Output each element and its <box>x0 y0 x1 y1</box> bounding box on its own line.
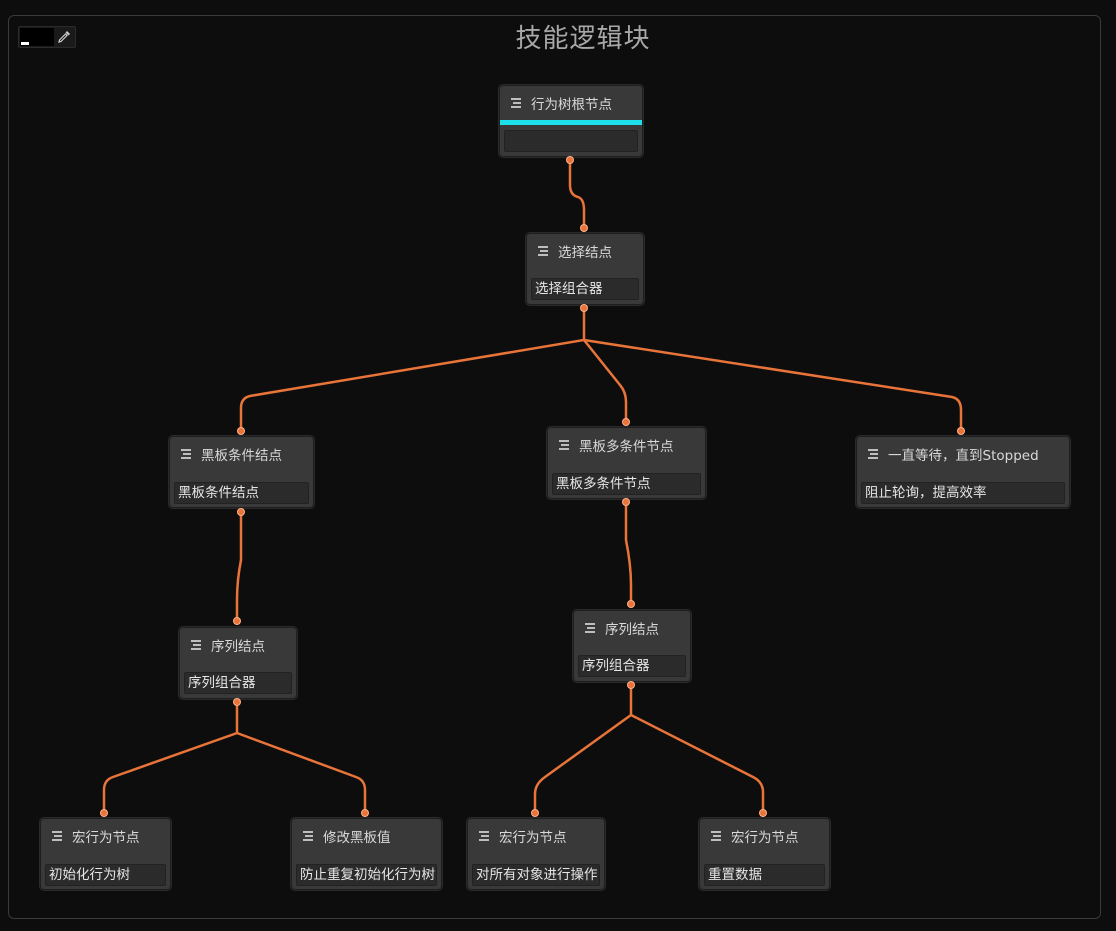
input-port[interactable] <box>361 809 369 817</box>
list-lines-icon <box>479 831 489 841</box>
node-field[interactable]: 对所有对象进行操作 <box>472 864 600 886</box>
input-port[interactable] <box>580 224 588 232</box>
list-lines-icon <box>559 440 569 450</box>
node-sequence-right[interactable]: 序列结点 序列组合器 <box>573 610 691 682</box>
list-lines-icon <box>303 831 313 841</box>
node-field[interactable] <box>504 130 638 152</box>
node-title: 行为树根节点 <box>531 97 612 113</box>
node-macro-init[interactable]: 宏行为节点 初始化行为树 <box>40 818 171 890</box>
output-port[interactable] <box>622 498 630 506</box>
list-lines-icon <box>868 449 878 459</box>
input-port[interactable] <box>237 427 245 435</box>
node-title: 序列结点 <box>211 639 265 655</box>
list-lines-icon <box>511 98 521 108</box>
list-lines-icon <box>52 831 62 841</box>
output-port[interactable] <box>566 156 574 164</box>
input-port[interactable] <box>233 617 241 625</box>
node-field[interactable]: 阻止轮询，提高效率 <box>861 482 1065 504</box>
node-title: 宏行为节点 <box>499 830 567 846</box>
list-lines-icon <box>538 246 548 256</box>
output-port[interactable] <box>233 698 241 706</box>
node-field[interactable]: 初始化行为树 <box>45 864 166 886</box>
node-title: 一直等待，直到Stopped <box>888 448 1039 464</box>
node-title: 选择结点 <box>558 245 612 261</box>
output-port[interactable] <box>580 304 588 312</box>
list-lines-icon <box>585 623 595 633</box>
eyedropper-icon[interactable] <box>56 29 72 45</box>
color-field[interactable] <box>18 26 76 48</box>
node-field[interactable]: 序列组合器 <box>578 655 686 677</box>
node-blackboard-multi-condition[interactable]: 黑板多条件节点 黑板多条件节点 <box>547 427 706 499</box>
input-port[interactable] <box>759 809 767 817</box>
node-wait-until-stopped[interactable]: 一直等待，直到Stopped 阻止轮询，提高效率 <box>856 436 1070 508</box>
list-lines-icon <box>711 831 721 841</box>
color-swatch[interactable] <box>20 28 54 46</box>
output-port[interactable] <box>237 508 245 516</box>
node-field[interactable]: 序列组合器 <box>184 672 292 694</box>
node-title: 修改黑板值 <box>323 830 391 846</box>
list-lines-icon <box>181 449 191 459</box>
input-port[interactable] <box>100 809 108 817</box>
node-modify-blackboard[interactable]: 修改黑板值 防止重复初始化行为树 <box>291 818 442 890</box>
node-title: 序列结点 <box>605 622 659 638</box>
node-title: 黑板条件结点 <box>201 448 282 464</box>
node-field[interactable]: 防止重复初始化行为树 <box>296 864 437 886</box>
node-sequence-left[interactable]: 序列结点 序列组合器 <box>179 627 297 699</box>
input-port[interactable] <box>627 600 635 608</box>
node-title: 黑板多条件节点 <box>579 439 674 455</box>
input-port[interactable] <box>622 418 630 426</box>
node-field[interactable]: 重置数据 <box>704 864 825 886</box>
node-title: 宏行为节点 <box>731 830 799 846</box>
node-blackboard-condition[interactable]: 黑板条件结点 黑板条件结点 <box>169 436 314 508</box>
root-accent-bar <box>500 120 642 125</box>
node-root[interactable]: 行为树根节点 <box>499 85 643 157</box>
output-port[interactable] <box>627 681 635 689</box>
node-field[interactable]: 选择组合器 <box>531 278 639 300</box>
node-selector[interactable]: 选择结点 选择组合器 <box>526 233 644 305</box>
node-field[interactable]: 黑板条件结点 <box>174 482 309 504</box>
node-title: 宏行为节点 <box>72 830 140 846</box>
node-macro-reset[interactable]: 宏行为节点 重置数据 <box>699 818 830 890</box>
node-field[interactable]: 黑板多条件节点 <box>552 473 701 495</box>
list-lines-icon <box>191 640 201 650</box>
input-port[interactable] <box>531 809 539 817</box>
node-macro-all-objects[interactable]: 宏行为节点 对所有对象进行操作 <box>467 818 605 890</box>
input-port[interactable] <box>957 427 965 435</box>
graph-title: 技能逻辑块 <box>515 24 651 54</box>
